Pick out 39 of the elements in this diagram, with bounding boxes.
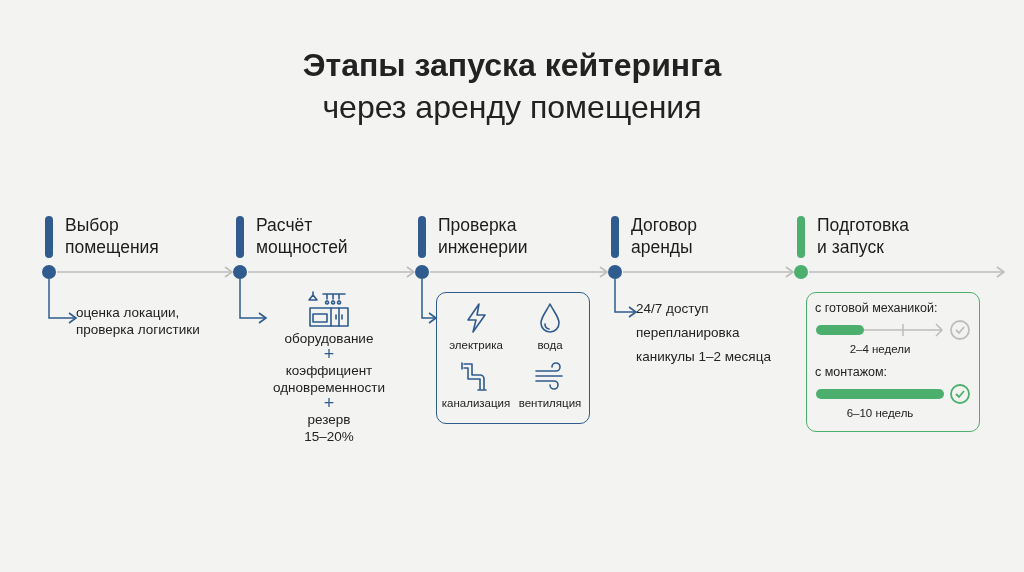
- condition-text: 24/7 доступ: [636, 300, 710, 317]
- option-label: с готовой механикой:: [815, 301, 939, 315]
- timeline-dot: [415, 265, 429, 279]
- requirement-text: резерв 15–20%: [303, 411, 355, 445]
- arrow: [421, 278, 437, 324]
- card: [806, 292, 980, 432]
- arrow: [614, 278, 637, 318]
- plus-sign: +: [323, 347, 335, 362]
- condition-text: перепланировка: [636, 324, 741, 341]
- plus-sign: +: [323, 396, 335, 411]
- timeline-dot: [794, 265, 808, 279]
- step-title: Выбор помещения: [65, 214, 160, 258]
- step-title: Расчёт мощностей: [256, 214, 349, 258]
- icon-caption: вода: [536, 339, 564, 351]
- title: Этапы запуска кейтеринга через аренду помещения: [301, 46, 723, 127]
- step-title: Подготовка и запуск: [817, 214, 911, 258]
- arrow: [239, 278, 267, 324]
- step-title: Проверка инженерии: [438, 214, 529, 258]
- requirement-text: коэффициент одновременности: [272, 362, 386, 396]
- duration-label: 6–10 недель: [845, 407, 915, 419]
- icon-caption: электрика: [448, 339, 504, 351]
- step-title: Договор аренды: [631, 214, 699, 258]
- timeline-dot: [42, 265, 56, 279]
- timeline-dot: [233, 265, 247, 279]
- arrow: [48, 278, 77, 324]
- arrow: [622, 266, 794, 278]
- timeline-dot: [608, 265, 622, 279]
- requirement-text: оборудование: [284, 330, 374, 347]
- arrow: [247, 266, 415, 278]
- condition-text: каникулы 1–2 месяца: [636, 348, 772, 365]
- step-description: оценка локации, проверка логистики: [76, 304, 201, 338]
- icon-caption: вентиляция: [517, 397, 583, 409]
- icon-caption: канализация: [440, 397, 512, 409]
- arrow: [808, 266, 1005, 278]
- arrow: [429, 266, 608, 278]
- option-label: с монтажом:: [815, 365, 889, 379]
- arrow: [56, 266, 233, 278]
- duration-label: 2–4 недели: [848, 343, 912, 355]
- card: [436, 292, 590, 424]
